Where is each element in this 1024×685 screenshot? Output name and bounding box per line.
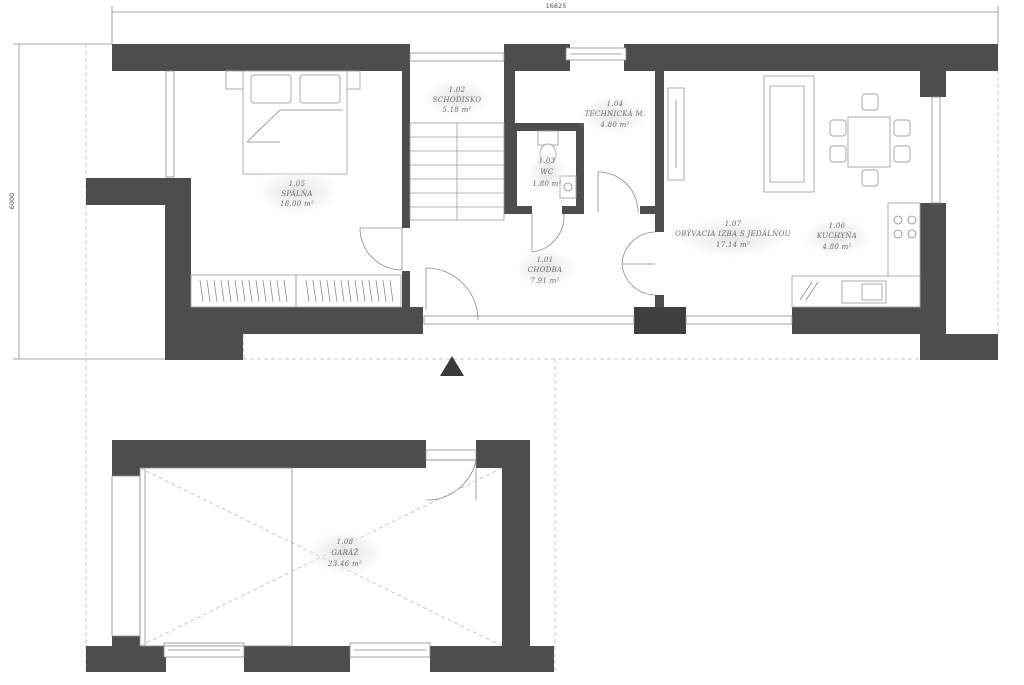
room-stairs-id: 1.02 [449,86,466,94]
entrance-triangle-icon [440,356,464,376]
windows [111,47,941,658]
garage-walls [86,440,554,672]
room-wc-area: 1.80 m² [532,180,561,188]
room-living-id: 1.07 [725,220,742,228]
room-wc-name: WC [540,168,553,176]
room-corridor: 1.01 CHODBA 7.91 m² [528,256,563,285]
living-furniture [667,75,911,193]
room-wc: 1.03 WC 1.80 m² [532,157,561,188]
room-kitchen-name: KUCHYŇA [816,231,857,240]
room-stairs-name: SCHODISKO [433,96,482,104]
room-garage-name: GARÁŽ [331,548,358,557]
room-living: 1.07 OBÝVACIA IZBA S JEDÁLŇOU 17.14 m² [675,220,791,249]
room-stairs-area: 5.18 m² [442,106,471,114]
room-bedroom: 1.05 SPÁLŇA 18.00 m² [280,180,314,208]
site-outline [85,44,999,672]
house-walls [86,44,998,360]
room-technical-id: 1.04 [607,100,624,108]
bedroom-furniture [190,70,402,308]
room-technical-area: 4.80 m² [599,121,629,129]
stairs [409,122,505,221]
room-living-area: 17.14 m² [716,241,750,249]
room-stairs: 1.02 SCHODISKO 5.18 m² [433,86,482,114]
dimension-left: 6000 [8,43,165,360]
dimension-top: 16825 [111,2,999,44]
room-technical: 1.04 TECHNICKÁ M. 4.80 m² [585,100,646,129]
room-kitchen-area: 4.80 m² [821,243,851,251]
room-bedroom-area: 18.00 m² [280,200,314,208]
room-living-name: OBÝVACIA IZBA S JEDÁLŇOU [675,229,791,238]
room-wc-id: 1.03 [539,157,556,165]
room-corridor-area: 7.91 m² [530,277,559,285]
room-kitchen-id: 1.06 [829,222,846,230]
room-bedroom-name: SPÁLŇA [281,189,313,198]
room-label-glows [249,76,877,579]
dimension-height-label: 6000 [8,193,16,210]
room-bedroom-id: 1.05 [289,180,306,188]
wardrobe-hangers [199,279,394,303]
room-kitchen: 1.06 KUCHYŇA 4.80 m² [816,222,857,251]
room-technical-name: TECHNICKÁ M. [585,109,646,118]
dimension-width-label: 16825 [546,2,567,10]
garage-interior [139,467,503,647]
room-corridor-name: CHODBA [528,266,563,274]
room-garage: 1.08 GARÁŽ 23.46 m² [327,538,362,568]
room-corridor-id: 1.01 [537,256,554,264]
kitchen-fixtures [791,202,921,308]
room-garage-area: 23.46 m² [327,560,362,568]
room-garage-id: 1.08 [337,538,354,546]
